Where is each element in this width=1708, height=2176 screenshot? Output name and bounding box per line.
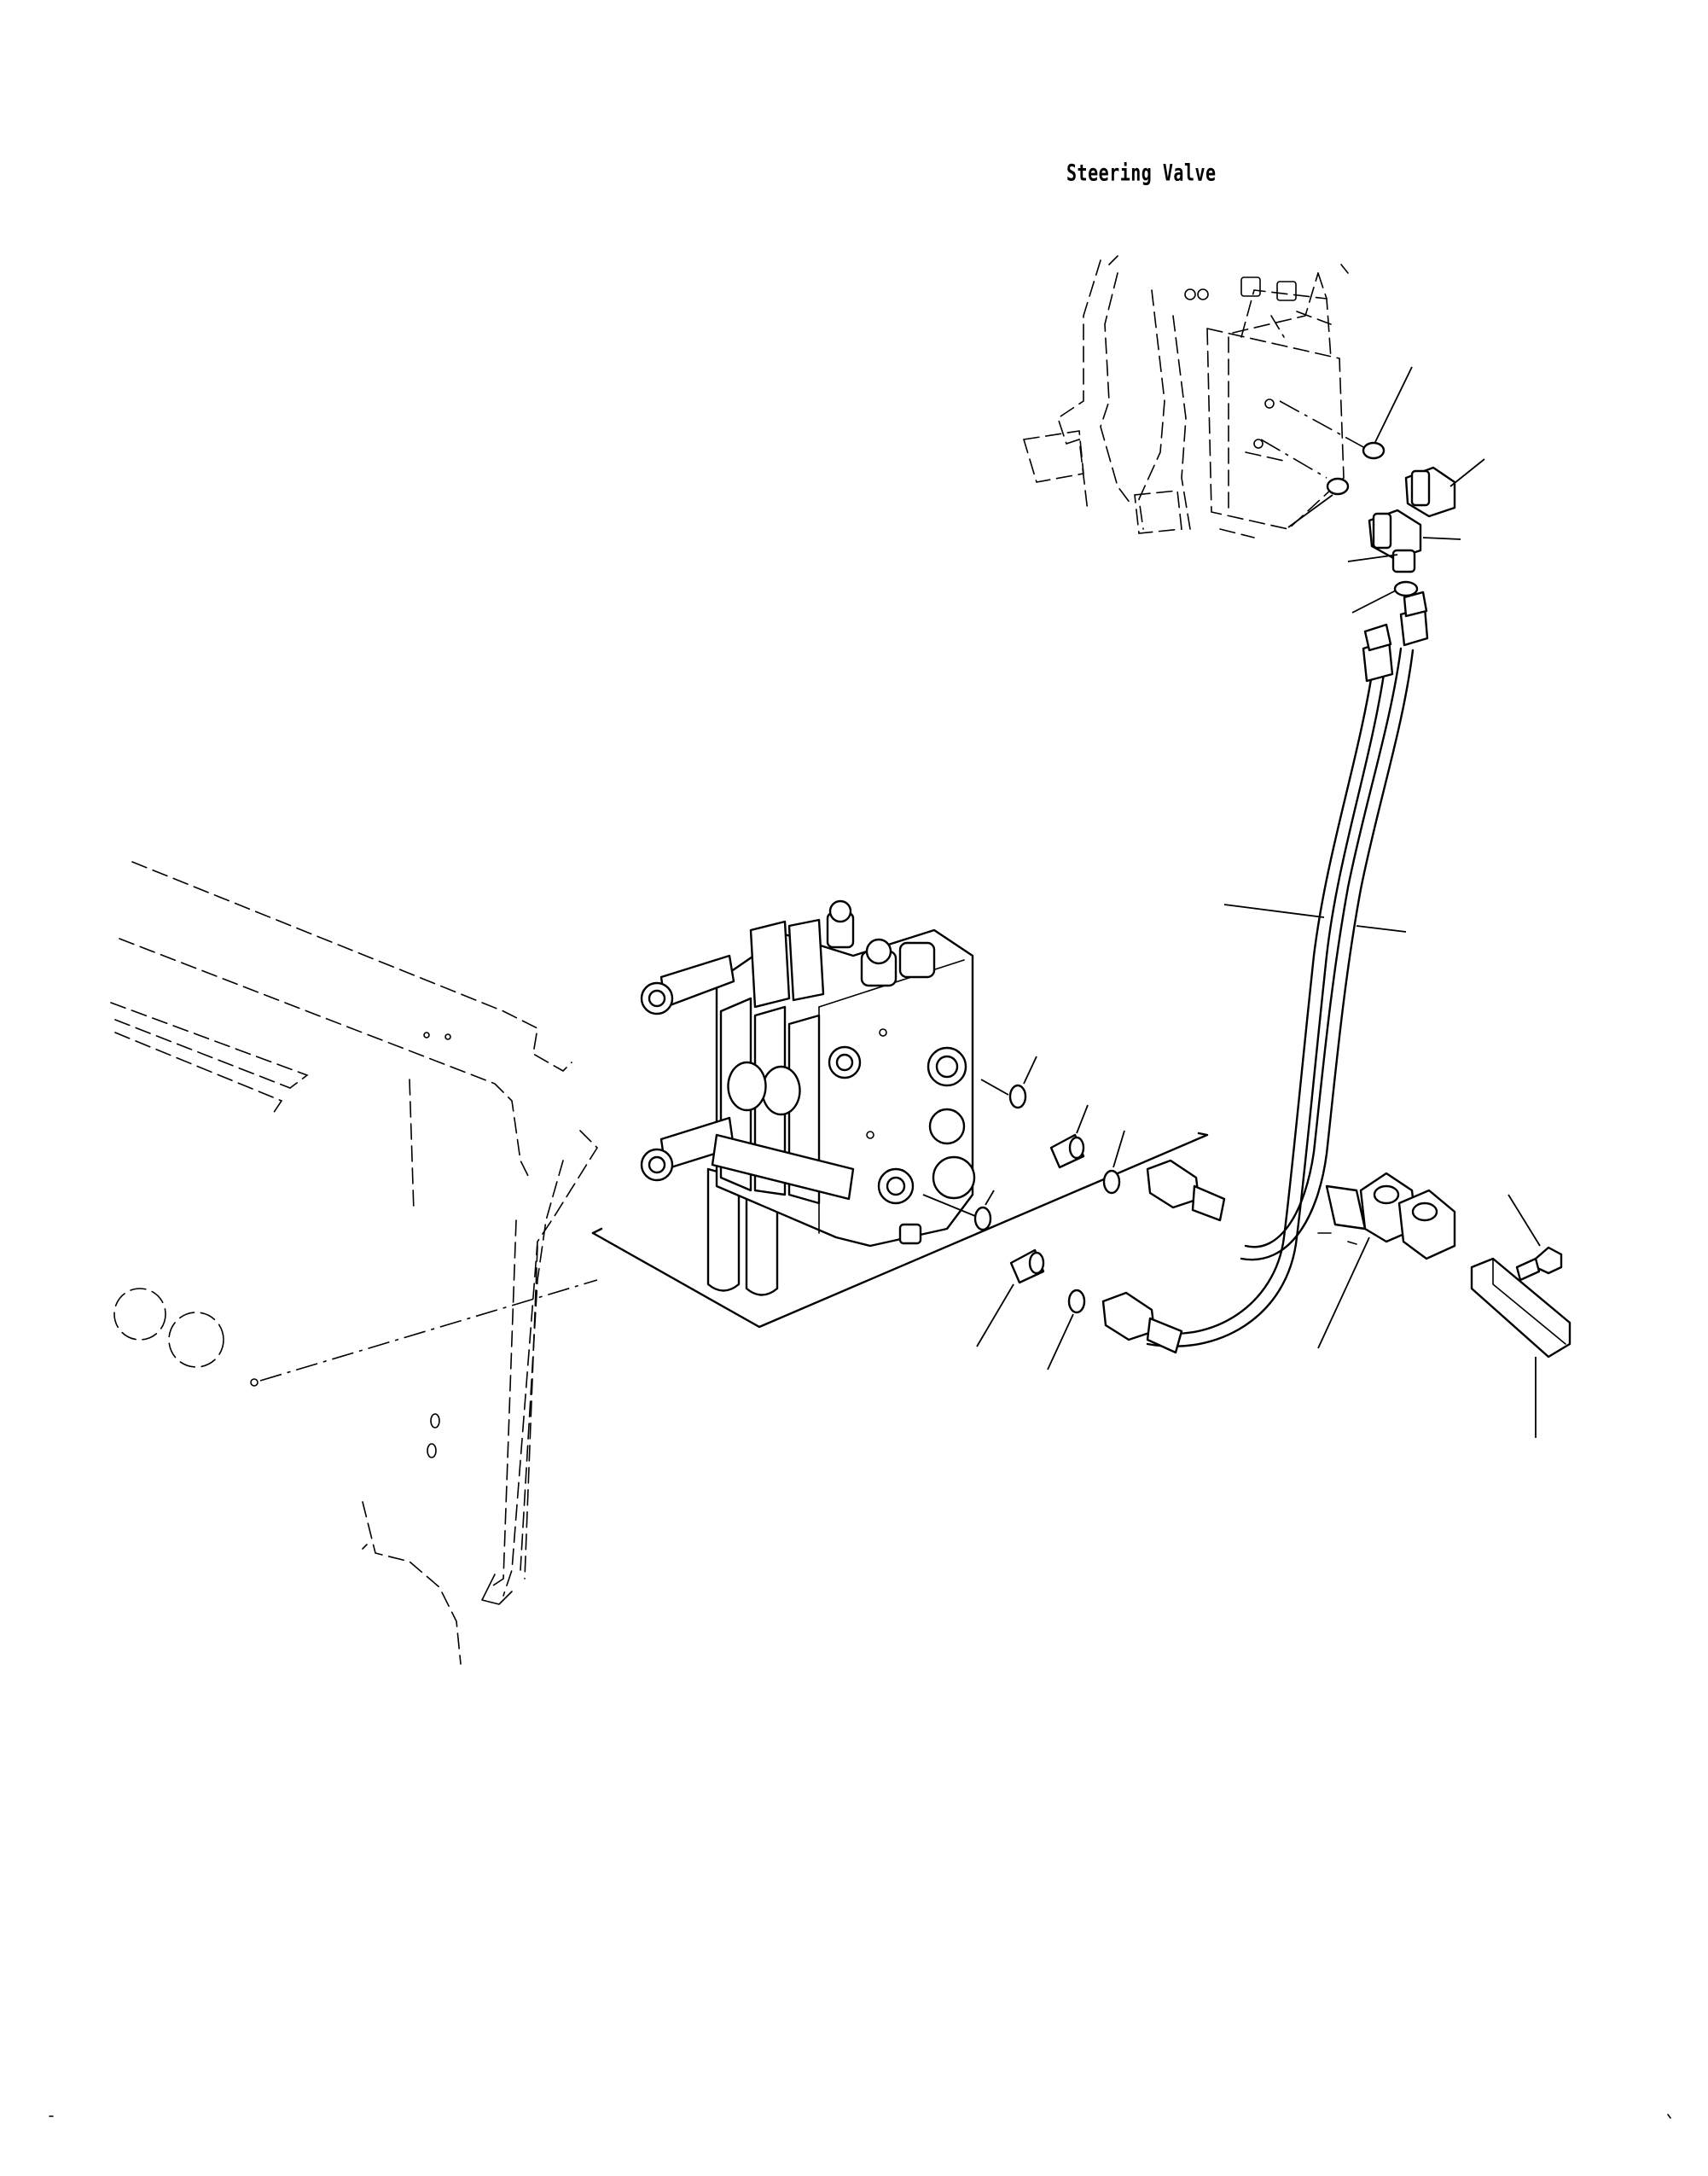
leader-oring-upper [1374,366,1413,443]
leader-valve-oring-3 [985,1190,995,1206]
steering-valve-phantom [1022,255,1349,538]
leader-elbow-lower-b [1347,554,1398,562]
leader-oring-hose [1351,590,1397,614]
o-ring-1 [1008,1084,1027,1109]
hose-clamp-bracket [1317,1172,1571,1359]
leader-lines [976,366,1541,1438]
leader-valve-oring-2 [1113,1130,1125,1168]
leader-bolt [1508,1194,1541,1247]
hydraulic-hoses [1101,591,1429,1354]
leader-valve-oring-1 [1023,1056,1037,1085]
leader-elbow-upper [1449,458,1485,487]
diagram-title: Steering Valve [1066,159,1217,187]
leader-valve-oring-4 [1047,1313,1074,1370]
leader-hose-2 [1356,925,1407,933]
steering-valve-fittings [1260,400,1456,597]
leader-oring-lower [1287,494,1333,528]
frame-outline [110,861,599,1665]
leader-clamp [1317,1236,1370,1349]
leader-hose-1 [1223,904,1325,918]
leader-elbow-lower [1422,537,1461,540]
o-ring-3 [973,1206,992,1231]
o-ring-2 [1102,1169,1121,1195]
control-valve-assembly [640,899,976,1296]
leader-valve-adapter-1 [1076,1104,1089,1134]
leader-valve-adapter-2 [976,1283,1014,1347]
o-ring-4 [1067,1289,1086,1314]
corner-mark-right [1667,2114,1671,2119]
mounting-plate [591,1132,1209,1329]
valve-port-fittings [922,1079,1121,1314]
